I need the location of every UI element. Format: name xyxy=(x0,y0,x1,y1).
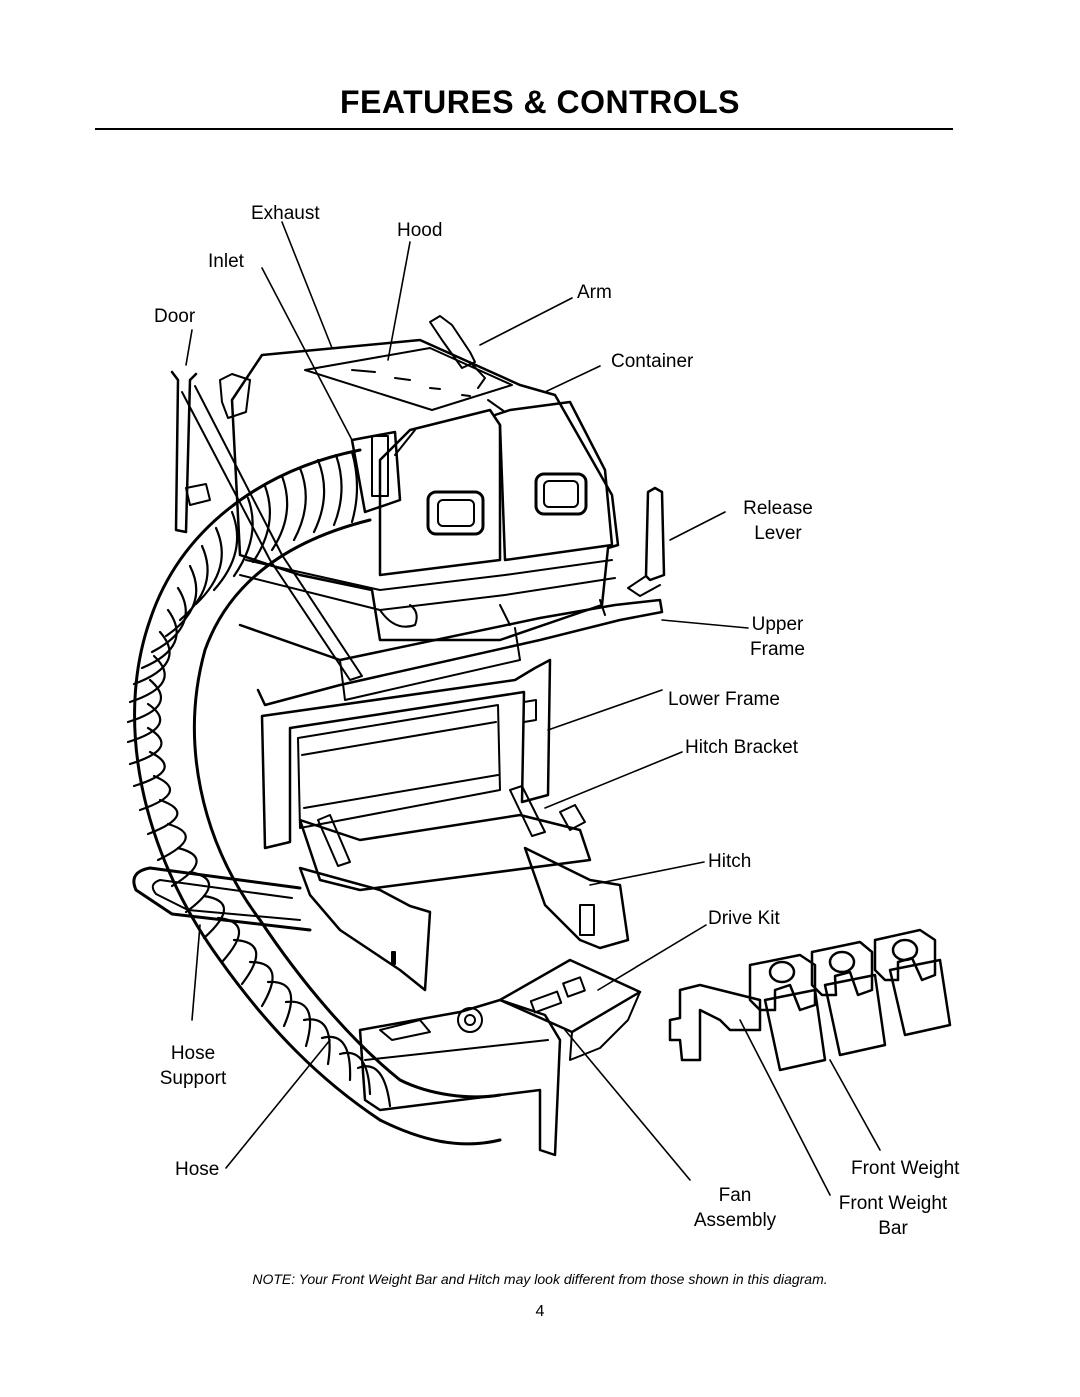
leader-lines xyxy=(185,221,881,1196)
leader-front-weight-bar xyxy=(739,1019,831,1196)
label-lower-frame: Lower Frame xyxy=(668,689,780,710)
leader-arm xyxy=(479,297,573,346)
leader-door xyxy=(185,329,193,366)
label-hood: Hood xyxy=(397,220,443,241)
release-lever-drawing xyxy=(627,486,666,597)
label-hitch-bracket: Hitch Bracket xyxy=(685,737,798,758)
label-release-lever: Release Lever xyxy=(728,496,828,546)
hose-drawing xyxy=(133,448,502,1146)
leader-upper-frame xyxy=(661,619,749,629)
leader-front-weight xyxy=(829,1059,881,1151)
label-hose-support-line1: Hose xyxy=(170,1043,216,1064)
label-upper-frame: Upper Frame xyxy=(735,612,820,662)
leader-hood xyxy=(387,241,411,361)
leader-hitch xyxy=(589,861,705,886)
lower-frame-drawing xyxy=(260,658,552,850)
page-number: 4 xyxy=(535,1303,545,1320)
drive-kit-drawing xyxy=(498,958,642,1061)
label-front-weight-bar-line1: Front Weight xyxy=(838,1193,948,1214)
label-hitch: Hitch xyxy=(708,851,752,872)
label-fan-assembly: Fan Assembly xyxy=(683,1183,787,1233)
label-fan-assembly-line1: Fan xyxy=(718,1185,752,1206)
label-front-weight: Front Weight xyxy=(851,1158,960,1179)
leader-hose-support xyxy=(191,924,201,1021)
label-arm: Arm xyxy=(577,282,612,303)
upper-frame-drawing xyxy=(238,598,664,707)
front-weight-bar-drawing xyxy=(668,983,762,1062)
label-release-lever-line1: Release xyxy=(743,498,813,519)
label-exhaust: Exhaust xyxy=(251,203,320,224)
inlet-coupling-drawing xyxy=(350,430,402,514)
label-inlet: Inlet xyxy=(208,251,244,272)
arm-drawing xyxy=(429,315,486,389)
leader-exhaust xyxy=(281,221,333,349)
diagram-note: NOTE: Your Front Weight Bar and Hitch ma… xyxy=(252,1271,828,1287)
label-hose-support-line2: Support xyxy=(159,1068,227,1089)
leader-drive-kit xyxy=(597,924,707,991)
label-container: Container xyxy=(611,351,694,372)
label-front-weight-bar: Front Weight Bar xyxy=(826,1191,960,1241)
label-upper-frame-line2: Frame xyxy=(750,639,805,660)
leader-hose xyxy=(225,1039,331,1169)
label-upper-frame-line1: Upper xyxy=(751,614,804,635)
leader-release-lever xyxy=(669,511,726,541)
hose-ribs xyxy=(126,450,392,1108)
hitch-drawing xyxy=(298,785,630,992)
label-front-weight-bar-line2: Bar xyxy=(878,1218,908,1239)
leader-lower-frame xyxy=(547,689,663,731)
page-title: FEATURES & CONTROLS xyxy=(339,84,740,120)
label-hose-support: Hose Support xyxy=(148,1041,238,1091)
title-rule xyxy=(95,128,953,130)
label-drive-kit: Drive Kit xyxy=(708,908,780,929)
front-weights-drawing xyxy=(748,928,952,1072)
leader-hitch-bracket xyxy=(544,751,683,809)
leader-inlet xyxy=(261,267,353,441)
hose-support-drawing xyxy=(132,866,312,932)
leader-fan-assembly xyxy=(564,1029,691,1181)
label-hose: Hose xyxy=(175,1159,220,1180)
label-fan-assembly-line2: Assembly xyxy=(693,1210,777,1231)
label-release-lever-line2: Lever xyxy=(754,523,802,544)
fan-assembly-drawing xyxy=(358,998,562,1157)
leader-container xyxy=(544,365,601,393)
label-door: Door xyxy=(154,306,196,327)
